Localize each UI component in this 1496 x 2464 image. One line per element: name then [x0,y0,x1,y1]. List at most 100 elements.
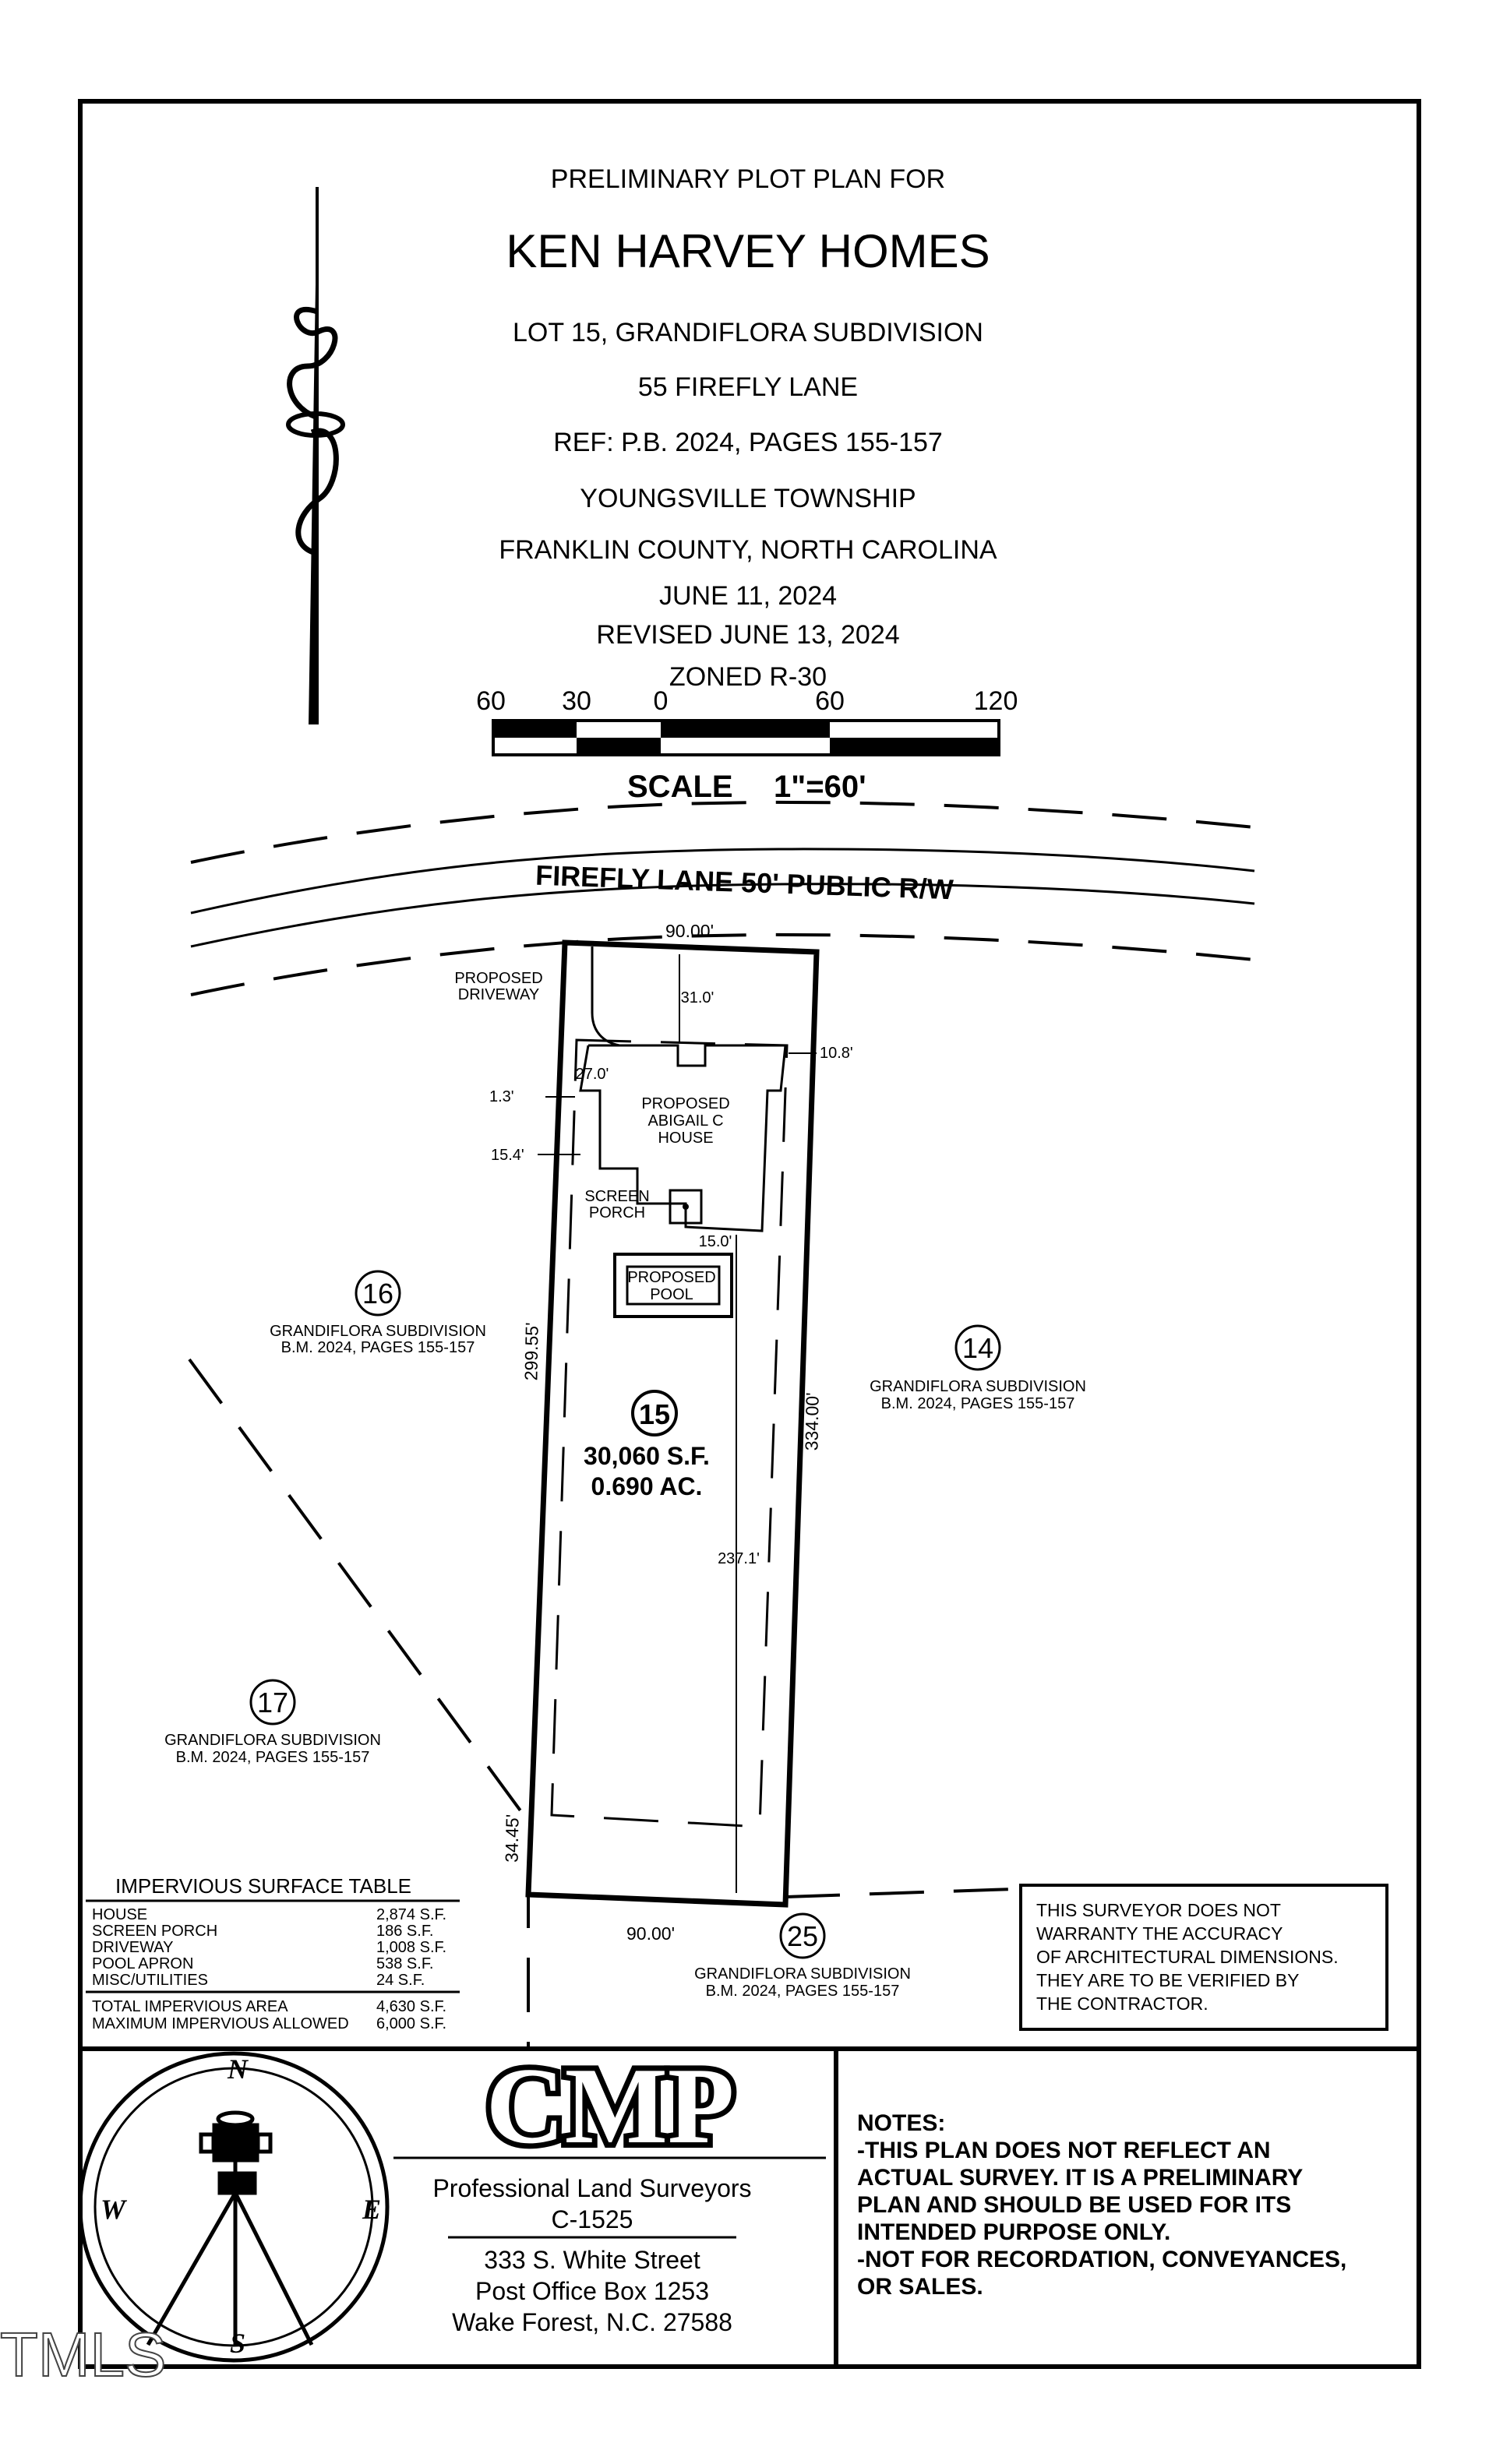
disclaimer-line-3: THEY ARE TO BE VERIFIED BY [1036,1970,1299,1990]
dim-rear-depth: 237.1' [718,1550,760,1567]
disclaimer-line-2: OF ARCHITECTURAL DIMENSIONS. [1036,1947,1339,1967]
sheet-border [78,99,1421,2369]
lot17-circle [249,1679,296,1726]
notes-line-4: INTENDED PURPOSE ONLY. [857,2219,1170,2245]
lot15-left-dimension-lower: 34.45' [501,1814,522,1863]
house-footprint [579,1044,787,1232]
firm-logo: CMP [486,2046,735,2166]
dim-front-setback: 31.0' [681,989,714,1006]
scale-label-30: 30 [562,686,591,716]
dim-left-setback-1: 1.3' [489,1088,514,1105]
plat-reference: REF: P.B. 2024, PAGES 155-157 [553,428,943,457]
lot14-circle [954,1324,1001,1371]
lot25-number: 25 [787,1920,818,1952]
lot15-front-dimension: 90.00' [665,921,714,941]
driveway-label-2: DRIVEWAY [458,986,539,1003]
adjacent-lot-lines [188,1358,1014,2049]
table-row-label-4: MISC/UTILITIES [92,1972,208,1989]
table-total-label-1: MAXIMUM IMPERVIOUS ALLOWED [92,2015,349,2032]
table-row-label-2: DRIVEWAY [92,1939,173,1956]
driveway-label: PROPOSED [454,970,542,987]
county-state: FRANKLIN COUNTY, NORTH CAROLINA [499,535,997,565]
table-row-value-4: 24 S.F. [376,1972,425,1989]
lot17-subdivision: GRANDIFLORA SUBDIVISION [164,1732,381,1749]
dim-garage-width: 27.0' [576,1066,609,1083]
impervious-table-title: IMPERVIOUS SURFACE TABLE [115,1874,411,1898]
watermark: TMLS [0,2320,166,2389]
lot17-ref: B.M. 2024, PAGES 155-157 [176,1749,370,1766]
disclaimer-line-1: WARRANTY THE ACCURACY [1036,1923,1283,1944]
lot15-right-dimension: 334.00' [801,1392,822,1451]
lot14-number: 14 [962,1332,993,1364]
house-label-2: ABIGAIL C [647,1112,723,1130]
lot15-number: 15 [639,1398,670,1430]
compass-e: E [362,2194,381,2225]
client-name: KEN HARVEY HOMES [506,225,990,277]
impervious-table: IMPERVIOUS SURFACE TABLE HOUSE 2,874 S.F… [86,1874,460,2032]
lot15-boundary [525,939,820,1908]
compass-w: W [101,2194,128,2225]
porch-label-1: SCREEN [584,1188,649,1205]
lot16-circle [355,1270,401,1317]
street-right-of-way [190,800,1255,996]
lot16-subdivision: GRANDIFLORA SUBDIVISION [270,1323,486,1340]
firm-license: C-1525 [552,2205,633,2233]
pool [626,1265,721,1306]
notes-heading: NOTES: [857,2110,945,2136]
street-edge-lines [190,848,1255,948]
lot15-area-ac: 0.690 AC. [591,1472,703,1500]
scale-label-60-left: 60 [476,686,506,716]
scale-text: SCALE [627,770,733,804]
notes-line-3: PLAN AND SHOULD BE USED FOR ITS [857,2192,1291,2218]
scale-ratio: 1"=60' [774,770,866,804]
lot25-ref: B.M. 2024, PAGES 155-157 [706,1983,900,2000]
disclaimer-box [1019,1884,1388,2031]
scale-label-0: 0 [654,686,669,716]
scale-label-120: 120 [974,686,1018,716]
dimension-lines [538,954,817,1893]
lot14-subdivision: GRANDIFLORA SUBDIVISION [870,1378,1086,1395]
title-line1: PRELIMINARY PLOT PLAN FOR [551,164,945,194]
revised-date: REVISED JUNE 13, 2024 [596,620,899,650]
table-row-value-1: 186 S.F. [376,1923,433,1940]
lot15-rear-dimension: 90.00' [626,1923,675,1944]
scale-bar: 60 30 0 60 120 SCALE 1"=60' [476,686,1018,804]
lot14-ref: B.M. 2024, PAGES 155-157 [881,1395,1075,1412]
table-total-label-0: TOTAL IMPERVIOUS AREA [92,1998,288,2015]
lot15-area-sf: 30,060 S.F. [584,1442,710,1470]
building-setback [550,1038,789,1828]
property-address: 55 FIREFLY LANE [638,372,858,402]
screen-porch [669,1189,703,1225]
table-row-value-0: 2,874 S.F. [376,1906,446,1923]
notes-line-5: -NOT FOR RECORDATION, CONVEYANCES, [857,2247,1346,2272]
notes-line-6: OR SALES. [857,2274,983,2300]
township: YOUNGSVILLE TOWNSHIP [580,484,916,513]
lot15-left-dimension-upper: 299.55' [520,1322,542,1380]
compass-rose-icon: N E S W [78,2051,390,2363]
compass-n: N [227,2053,249,2085]
notes-line-2: ACTUAL SURVEY. IT IS A PRELIMINARY [857,2165,1303,2191]
dim-rear-porch: 15.0' [699,1233,732,1250]
scale-label-60: 60 [815,686,845,716]
disclaimer-line-4: THE CONTRACTOR. [1036,1993,1208,2014]
zoning: ZONED R-30 [669,662,827,692]
firm-street: 333 S. White Street [484,2246,700,2274]
table-row-value-2: 1,008 S.F. [376,1939,446,1956]
table-row-label-0: HOUSE [92,1906,147,1923]
pool-apron [613,1253,733,1318]
firm-tagline: Professional Land Surveyors [432,2174,751,2202]
lot25-subdivision: GRANDIFLORA SUBDIVISION [694,1965,911,1983]
dim-right-setback: 10.8' [820,1045,853,1062]
table-row-label-3: POOL APRON [92,1955,193,1972]
north-arrow-icon [286,187,345,724]
lot-description: LOT 15, GRANDIFLORA SUBDIVISION [513,318,983,347]
table-row-value-3: 538 S.F. [376,1955,433,1972]
lot15-number-circle [631,1390,678,1436]
lot16-ref: B.M. 2024, PAGES 155-157 [281,1339,475,1356]
house-label-3: HOUSE [658,1130,713,1147]
firm-city: Wake Forest, N.C. 27588 [452,2308,732,2336]
dim-left-setback-2: 15.4' [491,1147,524,1164]
house-label-1: PROPOSED [641,1095,729,1112]
notes-line-1: -THIS PLAN DOES NOT REFLECT AN [857,2138,1271,2163]
